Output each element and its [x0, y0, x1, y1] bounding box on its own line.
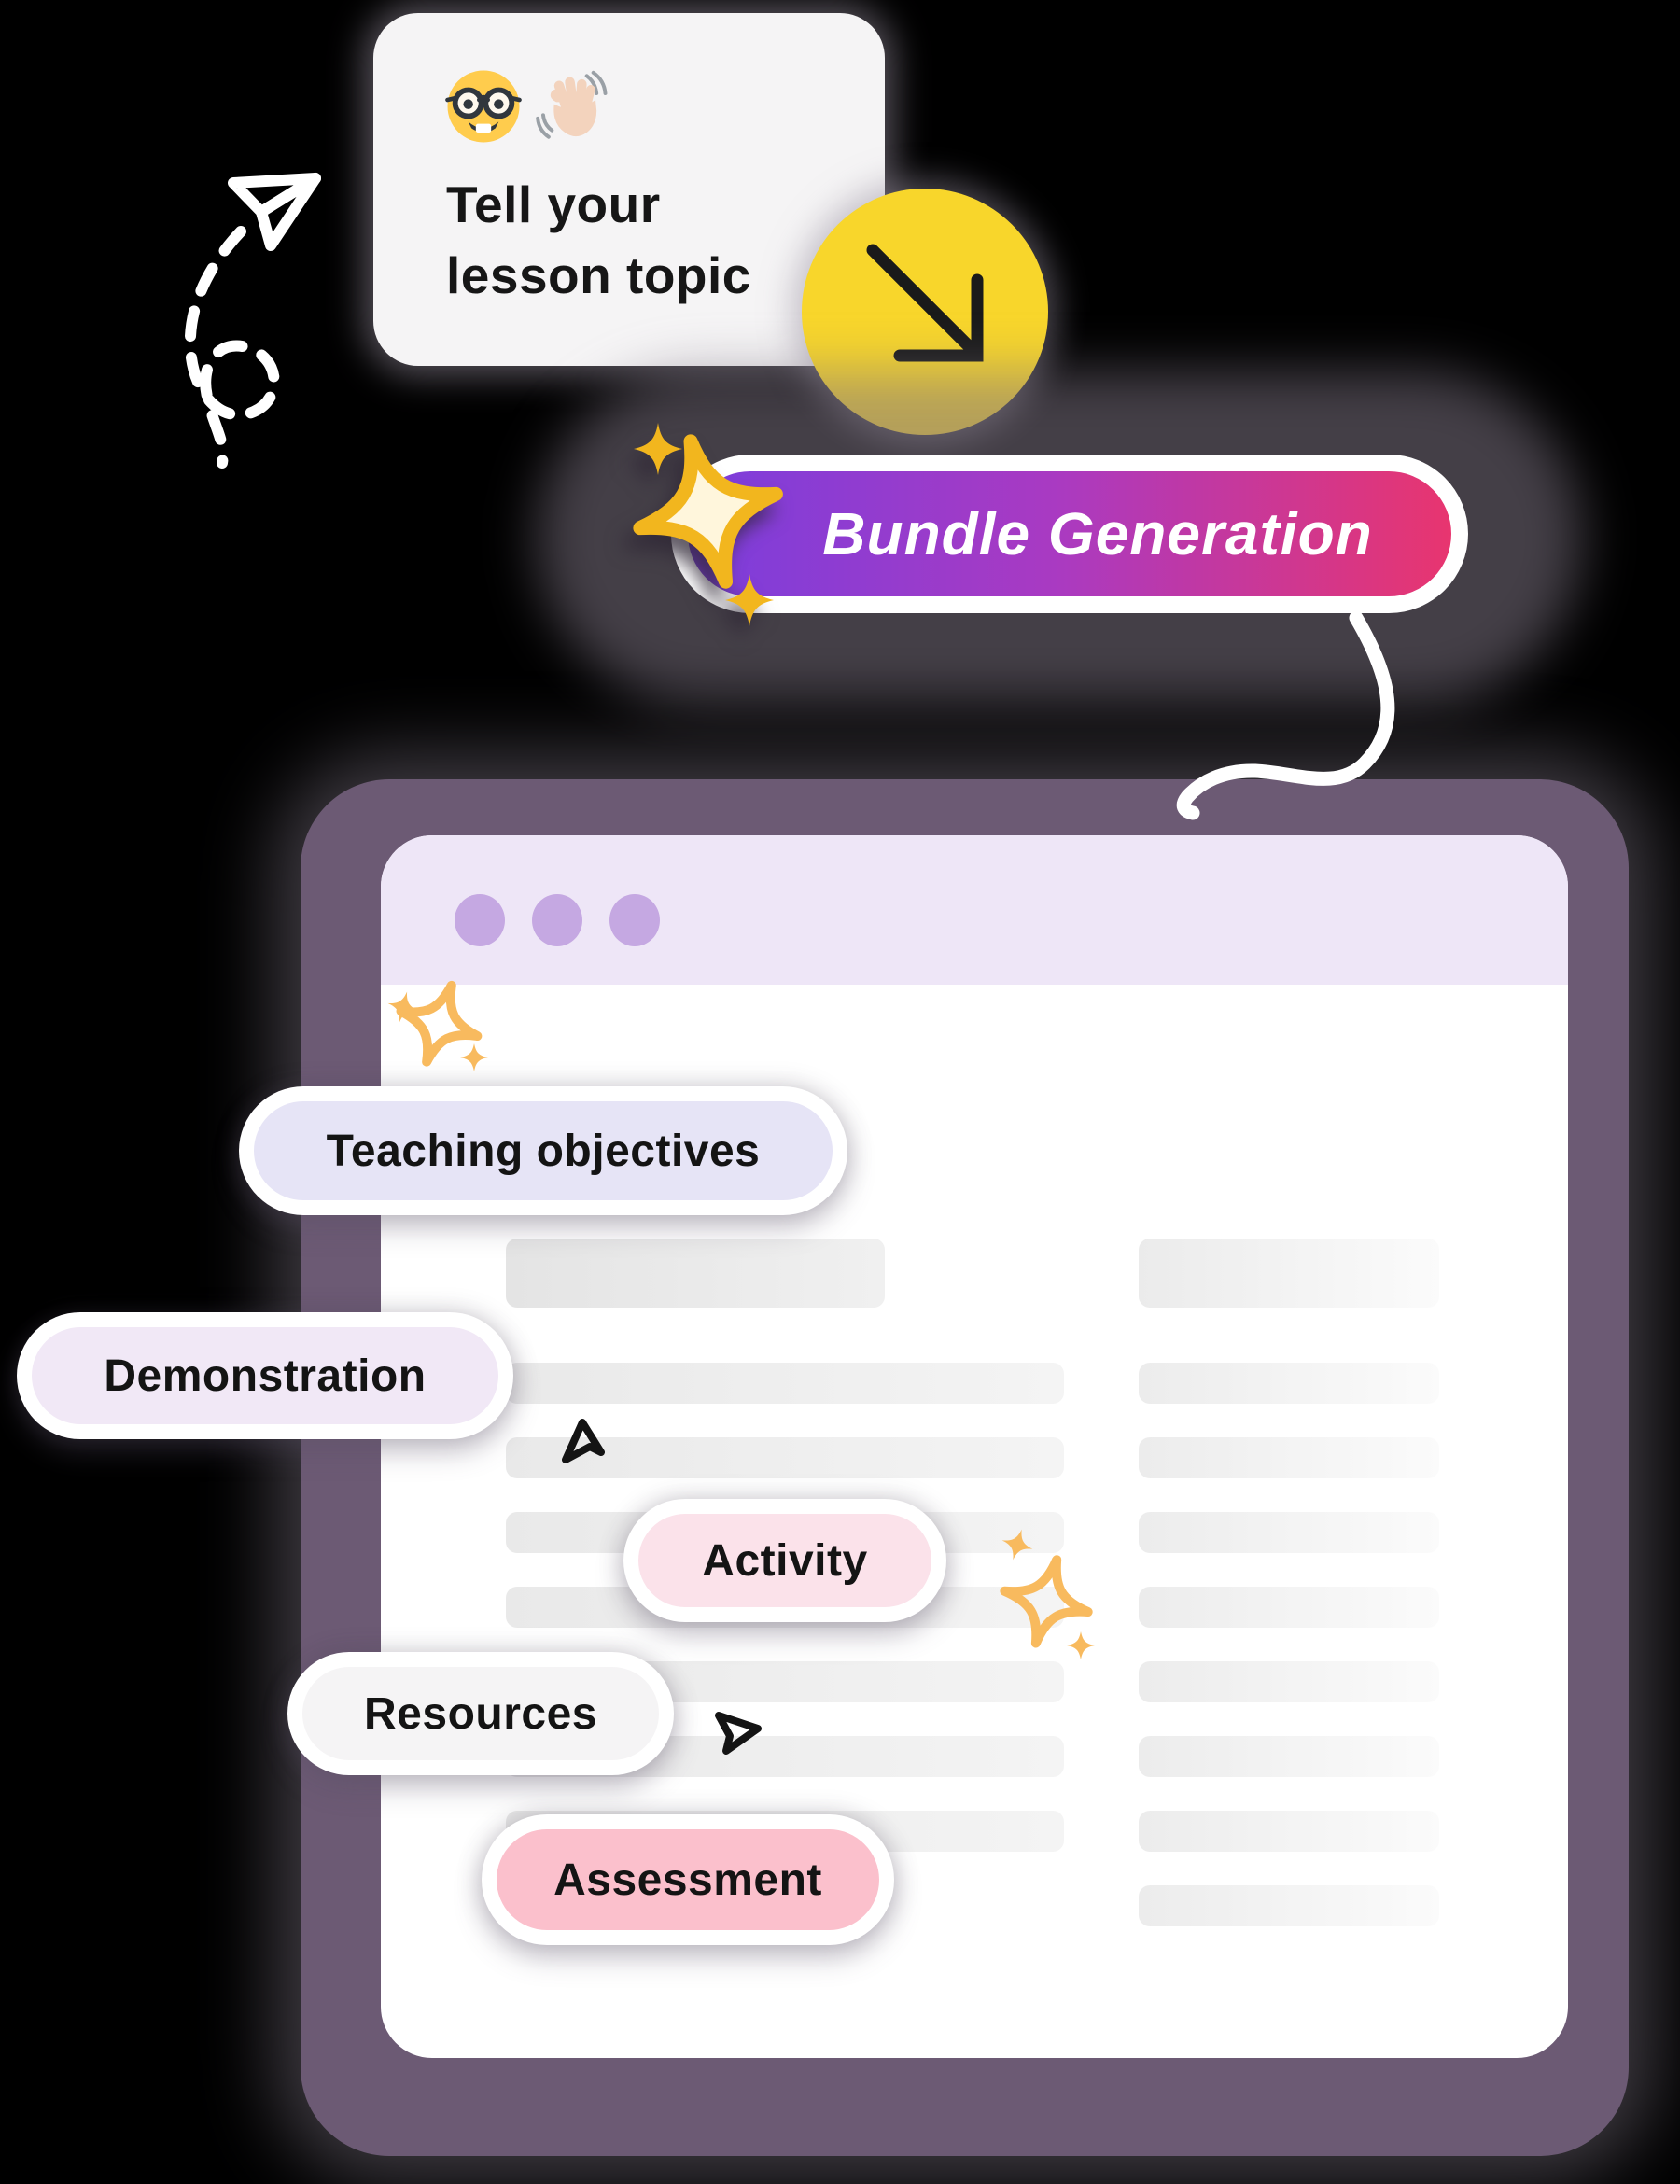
bundle-generation-label: Bundle Generation: [822, 500, 1373, 567]
speech-card-text: Tell your lesson topic: [446, 170, 751, 312]
skeleton-row-bar: [1139, 1512, 1439, 1553]
speech-card-icons: [444, 67, 609, 146]
tag-label: Activity: [638, 1514, 931, 1607]
cursor-icon: [715, 1712, 762, 1755]
orange-sparkle-icon: [387, 980, 488, 1071]
tag-activity[interactable]: Activity: [623, 1499, 946, 1622]
skeleton-row-bar: [506, 1363, 1064, 1404]
bundle-generation-badge-fill: Bundle Generation: [688, 471, 1451, 596]
tag-resources[interactable]: Resources: [287, 1652, 674, 1775]
tag-assessment[interactable]: Assessment: [482, 1814, 894, 1945]
skeleton-row-bar: [1139, 1736, 1439, 1777]
gold-sparkle-icon: [633, 423, 783, 626]
skeleton-row-bar: [1139, 1661, 1439, 1702]
window-control-dot[interactable]: [609, 894, 660, 946]
tag-teaching-objectives[interactable]: Teaching objectives: [239, 1086, 847, 1215]
window-control-dot[interactable]: [532, 894, 582, 946]
speech-line-2: lesson topic: [446, 245, 751, 304]
waving-hand-icon: [536, 70, 608, 139]
window-control-dot[interactable]: [455, 894, 505, 946]
tag-label: Assessment: [497, 1829, 879, 1930]
tag-label: Resources: [302, 1667, 659, 1760]
speech-card: Tell your lesson topic: [373, 13, 885, 366]
skeleton-title-bar: [506, 1239, 885, 1308]
tag-demonstration[interactable]: Demonstration: [17, 1312, 513, 1439]
browser-window: [381, 835, 1568, 2058]
bundle-generation-badge[interactable]: Bundle Generation: [633, 423, 1468, 626]
down-right-arrow-icon: [866, 244, 984, 362]
skeleton-title-bar: [1139, 1239, 1439, 1308]
paper-plane-icon: [184, 173, 321, 469]
nerd-face-icon: [445, 70, 522, 143]
speech-line-1: Tell your: [446, 175, 661, 233]
cursor-icon: [562, 1419, 605, 1463]
tag-label: Teaching objectives: [254, 1101, 833, 1200]
browser-window-header: [381, 835, 1568, 985]
skeleton-row-bar: [1139, 1363, 1439, 1404]
tag-label: Demonstration: [32, 1327, 498, 1424]
connector-squiggle: [1176, 610, 1395, 820]
skeleton-row-bar: [1139, 1885, 1439, 1926]
skeleton-row-bar: [1139, 1811, 1439, 1852]
orange-sparkle-icon: [1000, 1529, 1095, 1659]
skeleton-row-bar: [1139, 1587, 1439, 1628]
skeleton-row-bar: [1139, 1437, 1439, 1478]
